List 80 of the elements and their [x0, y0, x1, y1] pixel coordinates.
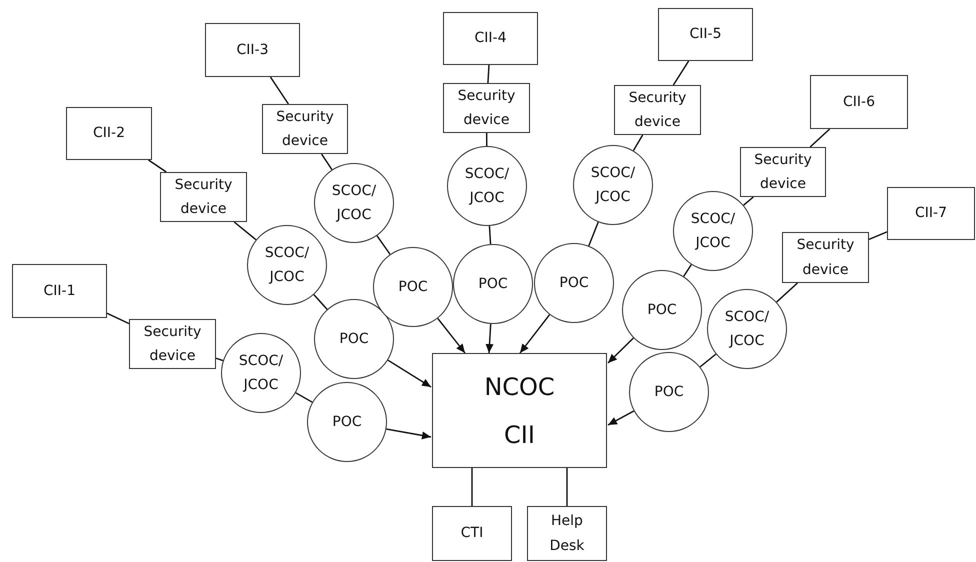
connector-line [376, 235, 391, 255]
node-label: SCOC/ JCOC [264, 244, 310, 287]
node-label: Help Desk [548, 512, 586, 556]
node-label: Security device [628, 88, 688, 132]
node-label: SCOC/ JCOC [464, 164, 510, 208]
node-label: SCOC/ JCOC [690, 210, 736, 253]
node-box [160, 172, 247, 222]
node-label: Security device [796, 236, 856, 280]
node-label: POC [477, 274, 509, 294]
node-box [12, 264, 107, 318]
node-label: CII-1 [42, 282, 76, 301]
node-label: Security device [753, 150, 813, 194]
connector-line [313, 294, 328, 310]
connector-line [270, 76, 289, 104]
connector-line [234, 221, 256, 240]
node-box [887, 187, 975, 240]
node-label: CII-7 [914, 204, 948, 224]
node-label: CII-6 [842, 92, 876, 112]
node-label: CII-3 [236, 40, 270, 60]
node-box [432, 353, 607, 468]
node-label: POC [646, 300, 678, 320]
arrow [608, 338, 634, 364]
node-circle [314, 163, 394, 243]
node-box [129, 319, 216, 369]
connector-line [868, 231, 888, 240]
connector-line [295, 392, 313, 403]
node-box [205, 23, 300, 77]
connector-line [683, 264, 692, 277]
node-label: Security device [174, 176, 234, 219]
node-circle [247, 225, 327, 305]
node-box [66, 107, 152, 160]
connector-line [488, 226, 492, 244]
arrow [608, 410, 634, 426]
node-label: NCOC CII [483, 372, 556, 450]
arrow [519, 314, 550, 354]
node-label: POC [338, 330, 370, 349]
connector-line [810, 128, 830, 148]
connector-line [148, 159, 167, 173]
connector-line [566, 468, 568, 506]
node-label: POC [331, 412, 363, 432]
connector-line [106, 312, 130, 324]
node-label: CII-4 [474, 29, 508, 48]
node-box [443, 83, 530, 133]
connector-line [588, 222, 599, 246]
node-label: POC [397, 278, 429, 297]
node-box [782, 232, 869, 283]
node-label: Security device [142, 322, 202, 366]
connector-line [672, 60, 690, 86]
node-label: CTI [460, 524, 484, 544]
node-label: SCOC/ JCOC [238, 352, 284, 395]
connector-line [632, 134, 644, 151]
node-box [262, 104, 348, 154]
node-label: POC [653, 382, 685, 402]
node-label: CII-2 [92, 124, 126, 144]
node-label: CII-5 [688, 25, 722, 44]
connector-line [216, 358, 224, 362]
node-box [658, 8, 753, 61]
node-label: SCOC/ JCOC [590, 164, 636, 207]
node-label: SCOC/ JCOC [330, 182, 378, 225]
node-box [443, 12, 538, 65]
node-label: POC [558, 274, 590, 293]
connector-line [743, 196, 754, 206]
node-label: Security device [456, 86, 516, 130]
arrow [388, 360, 432, 388]
node-box [614, 85, 701, 135]
node-box [740, 147, 826, 197]
connector-line [486, 133, 488, 146]
connector-line [776, 282, 798, 303]
node-label: Security device [275, 108, 335, 151]
connector-line [471, 468, 473, 506]
arrow [437, 318, 466, 354]
node-box [810, 75, 908, 129]
connector-line [487, 64, 490, 84]
node-box [527, 506, 607, 561]
connector-line [320, 154, 332, 170]
node-label: SCOC/ JCOC [724, 308, 770, 351]
arrow [386, 428, 432, 440]
connector-line [700, 354, 716, 368]
node-box [432, 506, 512, 561]
arrow [486, 324, 494, 354]
